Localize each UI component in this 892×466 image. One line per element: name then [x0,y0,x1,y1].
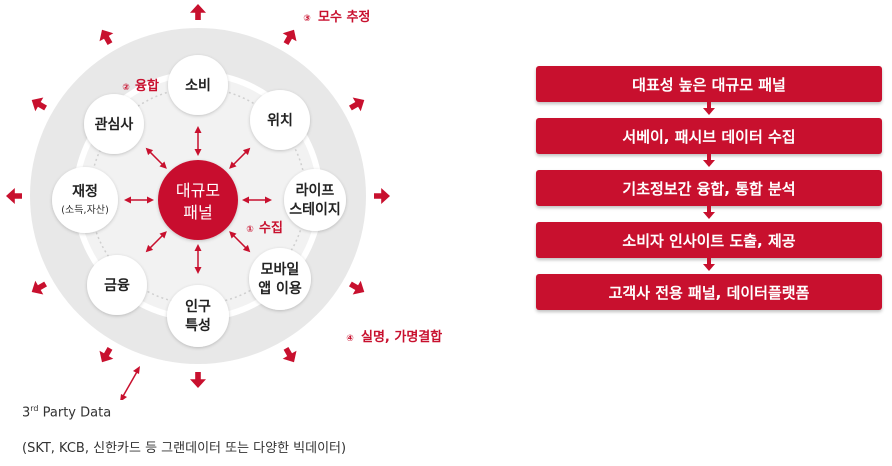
node-interest: 관심사 [84,94,144,154]
center-panel-node: 대규모 패널 [158,160,238,240]
third-party-arrow [120,366,140,400]
outward-arrow [190,4,206,20]
third-party-sup: rd [30,404,39,413]
outward-arrow [190,372,206,388]
third-party-rest: Party Data [38,405,112,421]
outward-arrow [282,347,297,363]
outward-arrow [349,280,365,295]
node-finance-label: 금융 [104,278,130,294]
third-party-prefix: 3 [22,405,31,421]
outward-arrow [99,29,114,45]
estimate-number: ③ [303,14,311,24]
node-demographics-label-1: 인구 [185,298,211,315]
node-lifestage: 라이프 스테이지 [284,169,346,231]
node-mobile-label-1: 모바일 [261,262,300,278]
node-mobile-label-2: 앱 이용 [258,280,302,297]
center-label-1: 대규모 [176,181,220,200]
step-arrow-3 [536,206,882,222]
node-consume-label: 소비 [185,78,211,94]
label-fusion: ② 융합 [122,78,159,94]
outward-arrow [6,188,22,204]
label-combine: ④ 실명, 가명결합 [346,329,442,345]
node-location-label: 위치 [267,113,293,129]
node-demographics-label-2: 특성 [185,318,211,334]
step-arrow-2 [536,154,882,170]
outward-arrow [349,97,365,112]
outward-arrow [99,347,114,363]
label-collect: ① 수집 [246,221,283,236]
combine-number: ④ [346,334,354,344]
outward-arrow [31,280,47,295]
double-arrow [229,231,251,253]
center-label-2: 패널 [183,203,212,222]
fusion-label: 융합 [135,78,159,94]
double-arrow [194,244,202,274]
label-estimate: ③ 모수 추정 [303,9,370,25]
double-arrow [145,147,167,169]
third-party-sources: (SKT, KCB, 신한카드 등 그랜데이터 또는 다양한 빅데이터) [22,441,347,456]
fusion-number: ② [122,83,130,93]
step-1: 대표성 높은 대규모 패널 [536,66,882,102]
outward-arrow [31,97,47,112]
node-consume: 소비 [168,55,228,115]
step-arrow-4 [536,258,882,274]
third-party-title: 3rd Party Data [22,404,111,420]
estimate-label: 모수 추정 [318,9,370,25]
panel-diagram: 소비 위치 라이프 스테이지 모바일 앱 이용 인구 특성 금융 재정 (소득,… [6,4,442,400]
node-lifestage-label-1: 라이프 [296,182,335,199]
step-2: 서베이, 패시브 데이터 수집 [536,118,882,154]
double-arrow [242,196,272,204]
node-location: 위치 [250,90,310,150]
double-arrow [229,147,251,169]
process-steps: 대표성 높은 대규모 패널 서베이, 패시브 데이터 수집 기초정보간 융합, … [536,66,882,310]
double-arrow [194,126,202,156]
step-4: 소비자 인사이트 도출, 제공 [536,222,882,258]
node-wealth: 재정 (소득,자산) [52,167,118,233]
node-finance: 금융 [87,255,147,315]
double-arrow [124,196,154,204]
node-interest-label: 관심사 [95,116,134,133]
collect-label: 수집 [259,221,283,236]
outward-arrow [282,29,297,45]
outward-arrow [374,188,390,204]
inner-arrows [124,126,272,274]
node-demographics: 인구 특성 [167,285,229,347]
node-lifestage-label-2: 스테이지 [289,201,341,218]
node-wealth-label: 재정 [72,183,98,200]
step-arrow-1 [536,102,882,118]
node-wealth-sub-label: (소득,자산) [61,204,109,216]
double-arrow [145,231,167,253]
combine-label: 실명, 가명결합 [361,329,442,345]
outward-arrows [6,4,390,388]
node-mobile: 모바일 앱 이용 [249,248,311,310]
collect-number: ① [246,225,254,235]
step-5: 고객사 전용 패널, 데이터플랫폼 [536,274,882,310]
step-3: 기초정보간 융합, 통합 분석 [536,170,882,206]
